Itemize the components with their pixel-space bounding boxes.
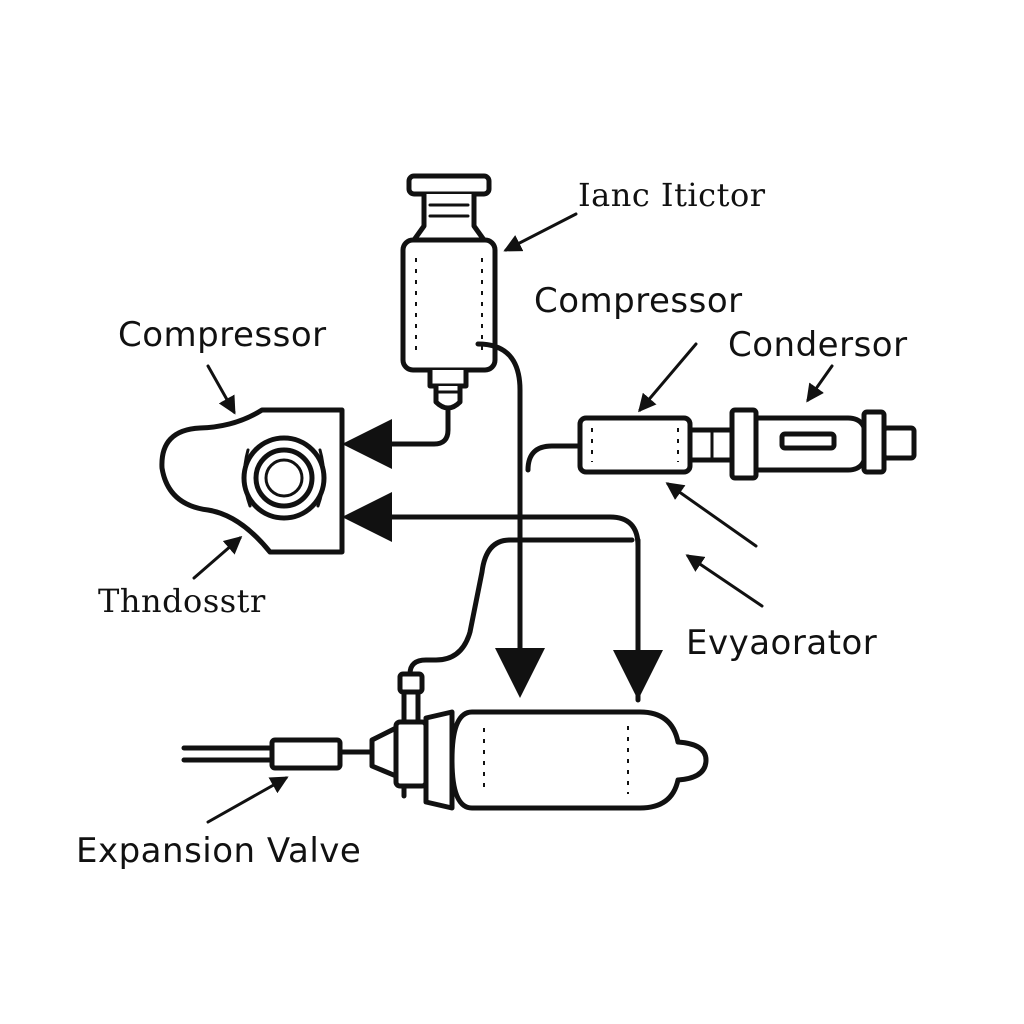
annotation-arrows <box>192 212 834 824</box>
evaporator-component <box>449 709 709 811</box>
expansion-valve-component <box>181 671 455 811</box>
label-compressor-left: Compressor <box>118 315 327 355</box>
label-thermostat: Thndosstr <box>98 582 266 620</box>
label-condenser: Condersor <box>728 325 908 365</box>
label-expansion-valve: Expansion Valve <box>76 831 361 871</box>
condenser-component <box>729 407 917 481</box>
receiver-drier-component <box>400 173 498 411</box>
compressor-left-component <box>159 407 345 555</box>
label-compressor-right: Compressor <box>534 281 743 321</box>
compressor-right-component <box>577 415 738 475</box>
refrigerant-lines <box>342 341 663 703</box>
label-evaporator: Evyaorator <box>686 623 877 663</box>
label-top-right: Ianc Itictor <box>578 176 766 214</box>
